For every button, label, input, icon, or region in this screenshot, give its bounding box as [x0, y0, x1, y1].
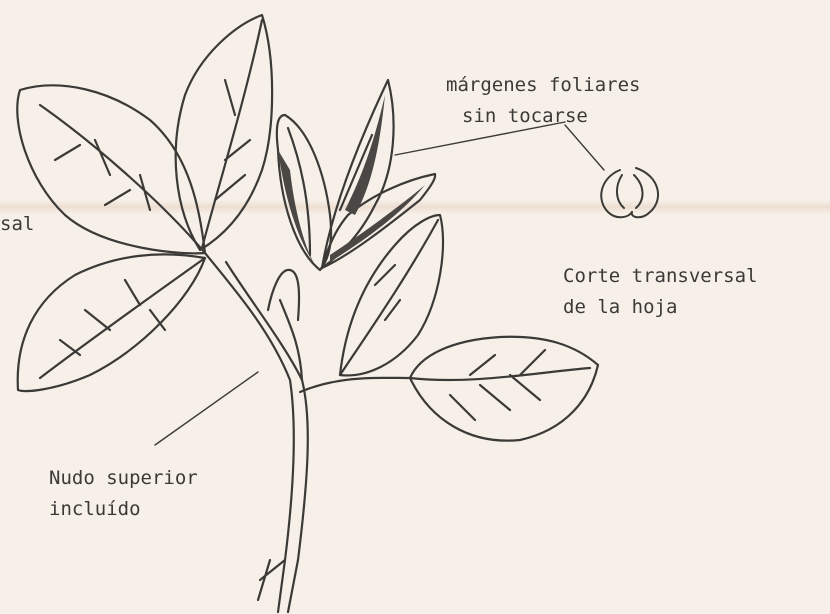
- label-section-line1: Corte transversal: [563, 265, 757, 288]
- leaf-lower-left-vein: [40, 258, 205, 378]
- label-cut-left: sal: [0, 213, 34, 236]
- leaf-right-large-vein: [300, 350, 590, 420]
- label-node-line2: incluído: [49, 498, 141, 521]
- shade-right: [330, 185, 425, 262]
- axillary-bud: [268, 270, 299, 320]
- leaf-cross-section: [601, 168, 658, 217]
- leaf-lower-left: [18, 254, 205, 391]
- leaf-top-vein: [202, 20, 262, 248]
- label-margins-line2: sin tocarse: [462, 105, 588, 128]
- leaf-right-large: [410, 337, 598, 441]
- leaf-upper-left-vein: [40, 105, 205, 253]
- leaf-top: [176, 15, 272, 250]
- pointer-node: [155, 372, 258, 445]
- label-section-line2: de la hoja: [563, 296, 677, 319]
- main-stem-right-edge: [226, 262, 308, 612]
- pointer-section: [565, 125, 604, 170]
- label-margins-line1: márgenes foliares: [446, 74, 640, 97]
- label-node-line1: Nudo superior: [49, 467, 198, 490]
- main-stem: [205, 253, 294, 612]
